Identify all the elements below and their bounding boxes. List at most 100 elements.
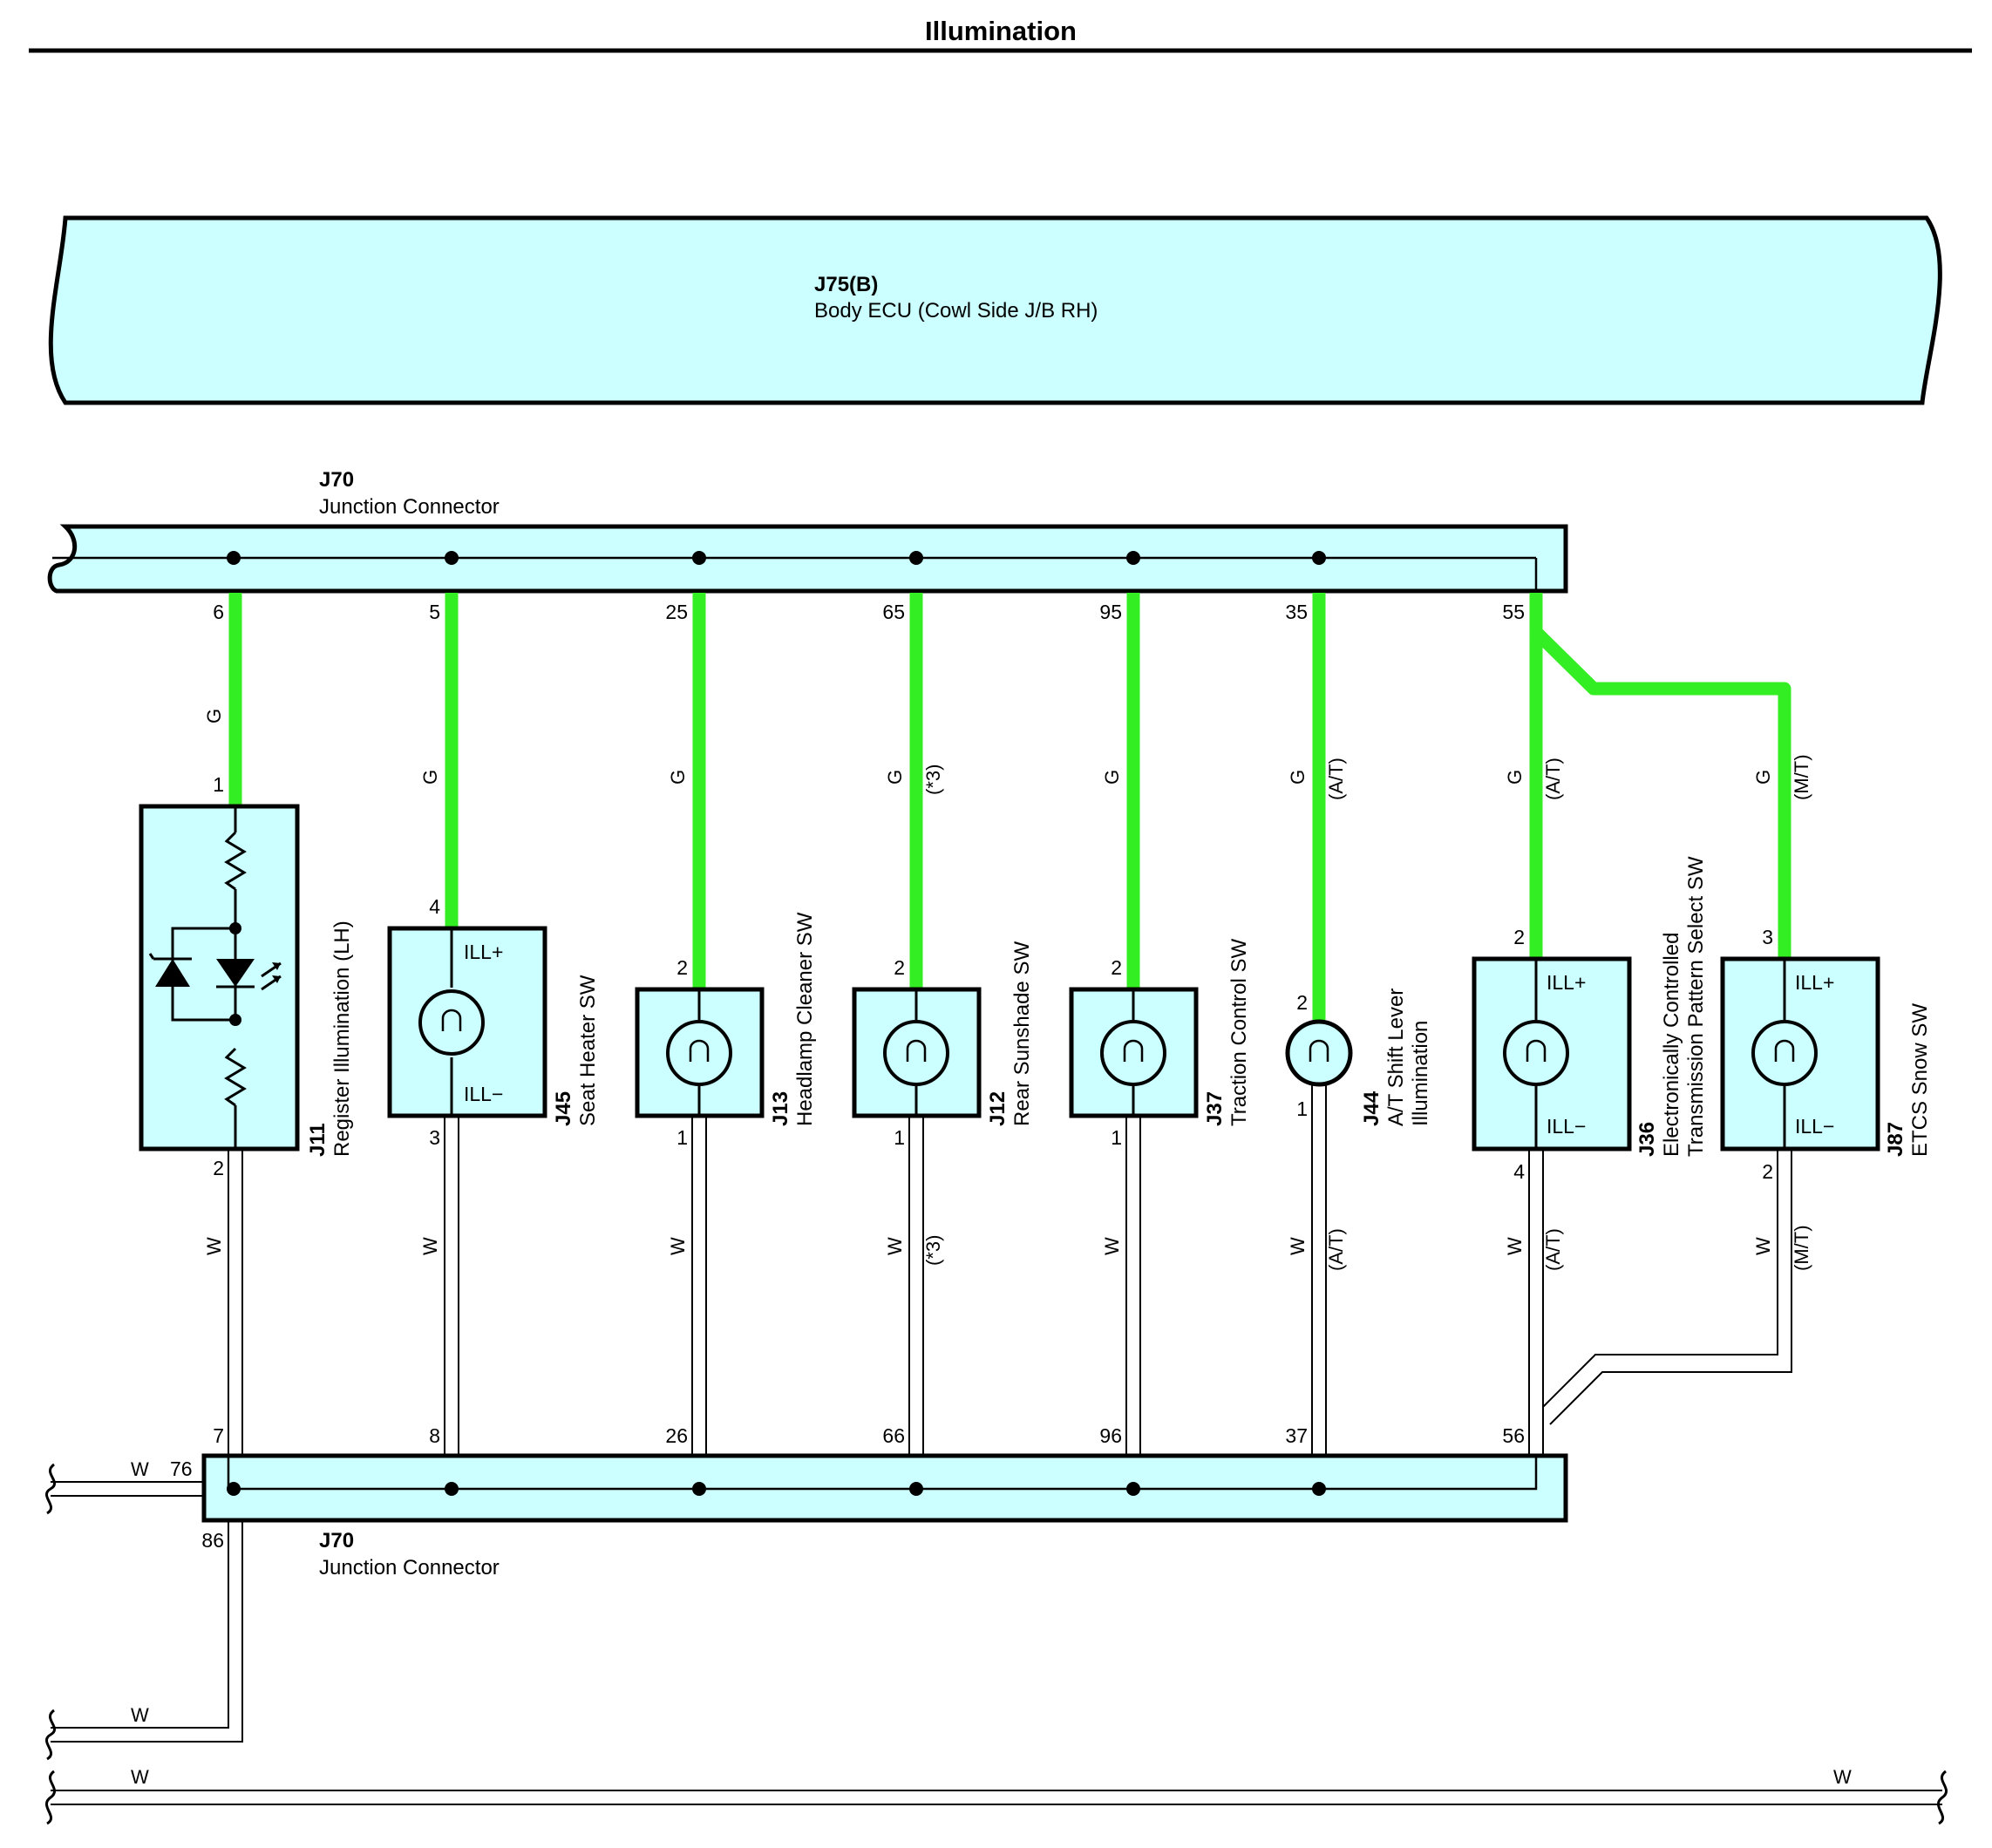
component-j44: 2 J44 A/T Shift Lever Illumination: [1285, 989, 1432, 1126]
wire-code-g: G: [203, 709, 225, 724]
j13-name: Headlamp Cleaner SW: [793, 912, 817, 1126]
w-wires: [228, 1085, 1792, 1454]
j45-ill-plus: ILL+: [464, 941, 503, 963]
splice-dot: [229, 1014, 241, 1026]
j87-ill-minus: ILL−: [1795, 1115, 1834, 1138]
pin-j12-1: 1: [894, 1126, 905, 1149]
pin-j44-1: 1: [1296, 1097, 1308, 1120]
component-j37: 2 J37 Traction Control SW: [1069, 938, 1251, 1126]
ground-wire-left-code: W: [131, 1766, 149, 1788]
pin-j37-1: 1: [1111, 1126, 1122, 1149]
junction-bottom-name: Junction Connector: [319, 1556, 500, 1580]
bulb-icon: [1100, 1020, 1166, 1086]
junction-bottom-dots: [227, 1482, 1326, 1496]
j36-code: J36: [1635, 1122, 1659, 1157]
j44-name-2: Illumination: [1409, 1021, 1432, 1126]
j36-name-2: Transmission Pattern Select SW: [1684, 856, 1708, 1157]
component-j45: 4 ILL+ ILL− J45 Seat Heater SW: [387, 895, 600, 1126]
wire-code-w: W: [1287, 1237, 1309, 1255]
page-title: Illumination: [925, 16, 1077, 46]
j12-name: Rear Sunshade SW: [1010, 941, 1034, 1126]
pin-j45-4: 4: [429, 895, 440, 918]
wire-code-g: G: [1101, 770, 1123, 785]
component-j87: 3 ILL+ ILL− J87 ETCS Snow SW: [1720, 926, 1932, 1157]
wire-code-g: G: [667, 770, 689, 785]
j11-box: [139, 804, 300, 1152]
pin-j70-65: 65: [882, 601, 905, 623]
pin-j70-35: 35: [1285, 601, 1308, 623]
j12-code: J12: [986, 1091, 1010, 1126]
wire-note: (A/T): [1542, 758, 1564, 800]
splice-dot: [227, 1482, 241, 1496]
pin-j70-6: 6: [213, 601, 224, 623]
wire-note: (*3): [922, 1235, 944, 1266]
wire-code-g: G: [419, 770, 441, 785]
body-ecu-box: [48, 215, 1942, 405]
splice-dot: [692, 1482, 706, 1496]
pin-j70-5: 5: [429, 601, 440, 623]
pin-j13-2: 2: [676, 956, 688, 979]
j44-name-1: A/T Shift Lever: [1384, 989, 1408, 1126]
junction-top-code: J70: [319, 468, 354, 492]
continuation-break-icon: [44, 1463, 57, 1515]
wire-code-g: G: [884, 770, 906, 785]
wire-76-code: W: [131, 1458, 149, 1480]
pin-j70-76: 76: [170, 1457, 193, 1480]
splice-dot: [229, 922, 241, 934]
bulb-icon: [1751, 1020, 1818, 1086]
component-j12: 2 J12 Rear Sunshade SW: [852, 941, 1034, 1126]
bulb-icon: [666, 1020, 732, 1086]
wire-code-w: W: [419, 1237, 441, 1255]
wire-code-g: G: [1752, 770, 1774, 785]
wire-code-g: G: [1287, 770, 1309, 785]
splice-dot: [1312, 1482, 1326, 1496]
junction-top-name: Junction Connector: [319, 495, 500, 519]
j36-box: [1472, 956, 1632, 1152]
wire-code-w: W: [1101, 1237, 1123, 1255]
g-wire-j87: [1531, 627, 1791, 959]
j45-code: J45: [552, 1091, 575, 1126]
top-pins: 6 5 25 65 95 35 55: [213, 601, 1525, 623]
j36-ill-plus: ILL+: [1547, 971, 1586, 994]
wire-86: 86 W: [44, 1520, 243, 1761]
pin-j70-95: 95: [1099, 601, 1122, 623]
pin-j70-56: 56: [1502, 1424, 1525, 1447]
ecu-code: J75(B): [814, 273, 878, 296]
component-j11: 1 J11 Register Illumination (LH): [139, 773, 354, 1157]
wire-code-w: W: [1752, 1237, 1774, 1255]
j11-code: J11: [306, 1123, 330, 1157]
wire-code-g: G: [1504, 770, 1526, 785]
pin-j70-26: 26: [665, 1424, 688, 1447]
splice-dot: [1312, 551, 1326, 565]
j45-name: Seat Heater SW: [576, 975, 600, 1126]
j44-code: J44: [1360, 1090, 1384, 1126]
splice-dot: [445, 551, 459, 565]
wire-note: (A/T): [1325, 758, 1347, 800]
pin-j70-25: 25: [665, 601, 688, 623]
pin-j11-2: 2: [213, 1157, 224, 1179]
pin-j36-4: 4: [1513, 1160, 1525, 1183]
j37-code: J37: [1203, 1091, 1227, 1126]
pin-j70-37: 37: [1285, 1424, 1308, 1447]
j36-ill-minus: ILL−: [1547, 1115, 1586, 1138]
wire-note: (A/T): [1542, 1228, 1564, 1271]
ecu-name: Body ECU (Cowl Side J/B RH): [814, 299, 1098, 323]
wire-code-w: W: [884, 1237, 906, 1255]
component-j36: 2 ILL+ ILL− J36 Electronically Controlle…: [1472, 856, 1708, 1157]
wire-code-w: W: [667, 1237, 689, 1255]
splice-dot: [445, 1482, 459, 1496]
junction-top-dots: [227, 551, 1326, 565]
j87-box: [1720, 956, 1880, 1152]
splice-dot: [1126, 551, 1140, 565]
splice-dot: [909, 1482, 923, 1496]
continuation-break-icon: [1936, 1770, 1948, 1825]
pin-j70-96: 96: [1099, 1424, 1122, 1447]
pin-j36-2: 2: [1513, 926, 1525, 948]
pin-j87-2: 2: [1762, 1160, 1773, 1183]
j45-box: [387, 926, 547, 1118]
wire-note: (M/T): [1791, 754, 1812, 800]
pin-j70-86: 86: [201, 1529, 224, 1552]
wire-76: W 76: [44, 1457, 204, 1515]
junction-bottom-code: J70: [319, 1529, 354, 1552]
